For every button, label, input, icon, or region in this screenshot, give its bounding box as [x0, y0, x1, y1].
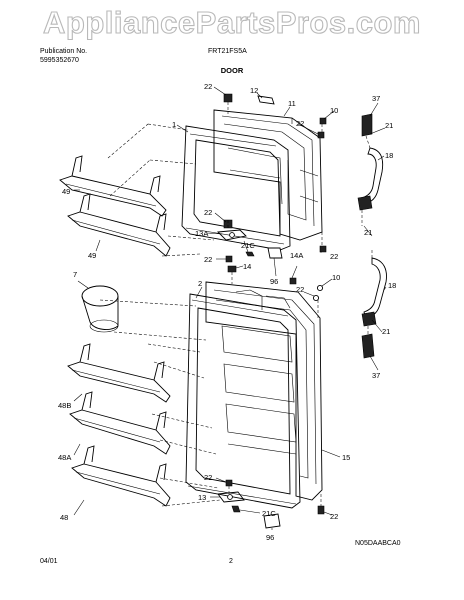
section-title: DOOR — [221, 66, 244, 75]
fresh-food-handle-group — [361, 250, 387, 359]
callout-12: 12 — [250, 86, 258, 95]
callout-49-bottom: 49 — [88, 251, 96, 260]
freezer-door-stop — [267, 247, 283, 259]
freezer-shelf-trace — [107, 123, 215, 257]
callout-21C-freezer: 21C — [241, 241, 255, 250]
callout-labels: 1 22 12 11 10 22 37 21 18 49 49 22 13A 2… — [58, 82, 396, 542]
callout-15: 15 — [342, 453, 350, 462]
freezer-shelf-top — [59, 155, 167, 217]
callout-22-freezer-handle: 22 — [296, 119, 304, 128]
footer-page-number: 2 — [229, 558, 233, 565]
model-number: FRT21FS5A — [208, 48, 247, 55]
fresh-food-door-outer-panel — [205, 281, 323, 501]
freezer-door-outer-panel — [213, 109, 323, 241]
callout-22-freezer-right: 22 — [330, 252, 338, 261]
freezer-door-plug — [257, 95, 275, 105]
freezer-bottom-hinge — [217, 229, 247, 241]
freezer-shelf-bottom — [67, 193, 171, 257]
fresh-food-handle — [363, 257, 387, 319]
fresh-shelf-48 — [71, 445, 171, 507]
freezer-handle — [361, 147, 384, 205]
callout-22-freezer-top: 22 — [204, 82, 212, 91]
fresh-top-screw — [225, 255, 233, 263]
callout-96-fresh: 96 — [266, 533, 274, 542]
callout-21-fresh: 21 — [382, 327, 390, 336]
callout-48B: 48B — [58, 401, 71, 410]
callout-49-top: 49 — [62, 187, 70, 196]
fresh-shelf-48a — [69, 391, 171, 455]
callout-22-fresh-handle: 22 — [296, 285, 304, 294]
freezer-handle-cap-top — [361, 113, 373, 137]
butter-dish — [81, 285, 119, 333]
fresh-food-door-group — [185, 255, 325, 529]
callout-48: 48 — [60, 513, 68, 522]
callout-11: 11 — [288, 99, 296, 108]
freezer-door-group — [181, 93, 327, 259]
callout-22-fresh-top: 22 — [204, 255, 212, 264]
callout-48A: 48A — [58, 453, 71, 462]
fresh-handle-cap-bottom — [361, 333, 375, 359]
diagram-code: N05DAABCA0 — [355, 540, 401, 547]
callout-14A: 14A — [290, 251, 303, 260]
fresh-shelf-48b — [67, 343, 171, 403]
publication-label: Publication No. — [40, 48, 87, 55]
callout-22-fresh-bottom: 22 — [204, 473, 212, 482]
callout-18-freezer: 18 — [385, 151, 393, 160]
callout-21C-fresh: 21C — [262, 509, 276, 518]
callout-21-freezer-bottom: 21 — [364, 228, 372, 237]
callout-22-freezer-bottom: 22 — [204, 208, 212, 217]
fresh-food-door-gasket-frame — [185, 293, 301, 509]
fresh-door-stop — [263, 513, 281, 529]
fresh-shelf-trace — [99, 299, 221, 507]
callout-21-top: 21 — [385, 121, 393, 130]
footer-date: 04/01 — [40, 558, 58, 565]
callout-7: 7 — [73, 270, 77, 279]
callout-96-freezer: 96 — [270, 277, 278, 286]
callout-13A: 13A — [195, 229, 208, 238]
callout-37-top: 37 — [372, 94, 380, 103]
callout-14: 14 — [243, 262, 251, 271]
publication-number: 5995352670 — [40, 57, 79, 64]
watermark-text: AppliancePartsPros.com — [43, 5, 421, 40]
freezer-door-gasket-frame — [181, 125, 291, 251]
freezer-top-screw — [223, 93, 233, 103]
freezer-handle-group — [357, 113, 384, 226]
leader-lines — [73, 86, 387, 530]
callout-10-fresh: 10 — [332, 273, 340, 282]
callout-37-bottom: 37 — [372, 371, 380, 380]
callout-22-fresh-right: 22 — [330, 512, 338, 521]
callout-10-freezer: 10 — [330, 106, 338, 115]
callout-2: 2 — [198, 279, 202, 288]
callout-13: 13 — [198, 493, 206, 502]
callout-18-fresh: 18 — [388, 281, 396, 290]
fresh-bottom-hinge — [217, 491, 245, 503]
callout-1: 1 — [172, 120, 176, 129]
